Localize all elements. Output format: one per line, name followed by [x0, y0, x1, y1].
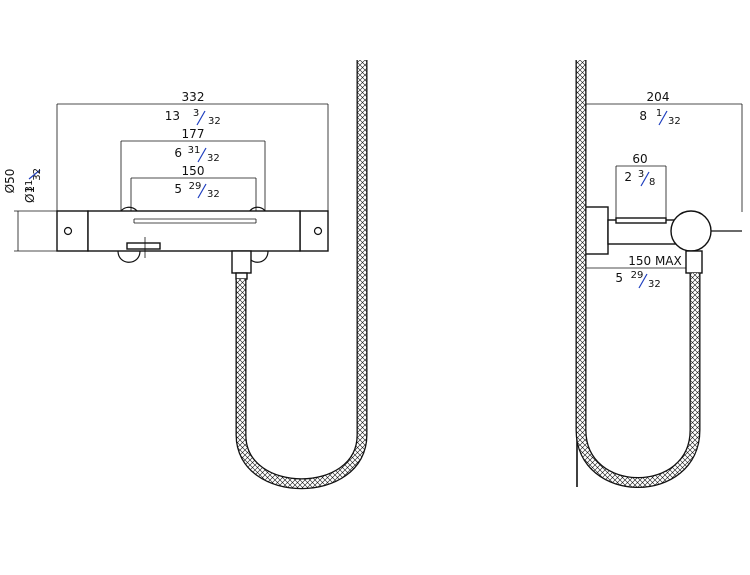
- dim-150-inch-num: 29: [189, 181, 202, 192]
- dim-204-inch-num: 1: [656, 108, 662, 119]
- dim-diameter-mm: Ø50: [3, 169, 17, 194]
- dim-60-mm: 60: [632, 152, 647, 166]
- dim-332-inch-whole: 13: [165, 109, 180, 123]
- dim-204: 204 8 1 32: [583, 90, 743, 212]
- dim-60-inch-num: 3: [638, 169, 644, 180]
- dim-177-frac-slash: [197, 147, 207, 163]
- dim-177-mm: 177: [182, 127, 205, 141]
- dim-177-inch-den: 32: [207, 153, 220, 164]
- body-tab: [126, 242, 161, 250]
- dim-150-frac-slash: [197, 183, 207, 199]
- side-view: 204 8 1 32 60 2 3 8 150 MAX 5 29: [575, 60, 743, 488]
- dim-60-inch-den: 8: [649, 177, 655, 188]
- side-outlet: [685, 250, 703, 274]
- dim-204-inch-whole: 8: [639, 109, 647, 123]
- dim-diameter-inch-den: 32: [32, 168, 43, 181]
- mixer-body: [87, 210, 301, 252]
- dim-177-inch-num: 31: [188, 145, 201, 156]
- dim-204-inch-den: 32: [668, 116, 681, 127]
- front-view: 332 13 3 32 177 6 31 32 150 5 29 32: [3, 60, 368, 490]
- dim-diameter-frac-slash: [28, 169, 41, 180]
- right-handle-screw: [313, 226, 323, 236]
- dim-diameter: Ø50 Ø1 31 32: [3, 168, 58, 252]
- dim-332-inch-den: 32: [208, 116, 221, 127]
- dim-150-inch-whole: 5: [174, 182, 182, 196]
- dim-diameter-inch-num: 31: [24, 180, 35, 193]
- dim-150max-inch-den: 32: [648, 279, 661, 290]
- left-handle-screw: [63, 226, 73, 236]
- dim-332-mm: 332: [182, 90, 205, 104]
- dim-332: 332 13 3 32: [56, 90, 329, 212]
- dim-204-mm: 204: [647, 90, 670, 104]
- dim-332-frac-slash: [196, 110, 206, 126]
- dim-150-max: 150 MAX 5 29 32: [584, 254, 696, 290]
- dim-60: 60 2 3 8: [615, 152, 667, 218]
- dim-150max-frac-slash: [638, 273, 648, 289]
- hose-outlet: [231, 250, 252, 274]
- side-handle-knob: [670, 210, 712, 252]
- dim-332-inch-num: 3: [193, 108, 199, 119]
- dim-177: 177 6 31 32: [120, 127, 266, 212]
- dim-150-inch-den: 32: [207, 189, 220, 200]
- dim-150max-inch-num: 29: [631, 270, 644, 281]
- dim-150max-inch-whole: 5: [615, 271, 623, 285]
- dim-150: 150 5 29 32: [130, 164, 257, 212]
- dim-60-frac-slash: [640, 171, 650, 187]
- dim-177-inch-whole: 6: [174, 146, 182, 160]
- side-shelf: [615, 217, 667, 224]
- dim-204-frac-slash: [658, 110, 668, 126]
- front-hose: [235, 60, 368, 490]
- dim-150-mm: 150: [182, 164, 205, 178]
- dim-60-inch-whole: 2: [624, 170, 632, 184]
- dim-diameter-inch: Ø1: [23, 186, 37, 203]
- left-handle: [56, 210, 89, 252]
- dim-150max-mm: 150 MAX: [628, 254, 682, 268]
